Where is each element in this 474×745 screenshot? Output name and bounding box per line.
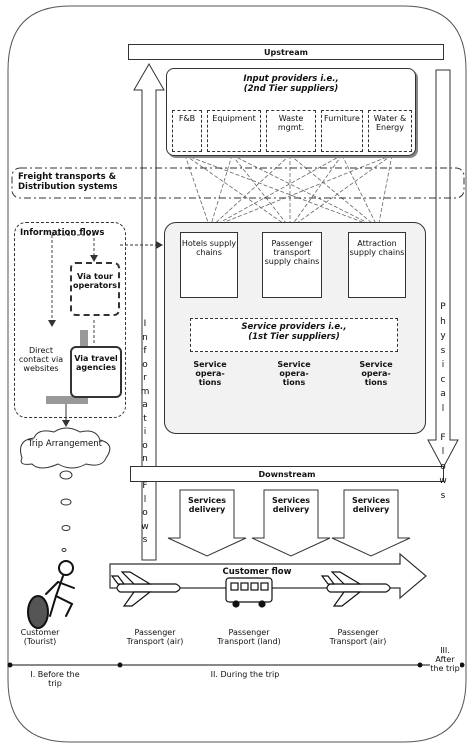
information-flows-vertical-char: F	[142, 481, 148, 491]
service-operations-1: Service opera- tions	[193, 360, 227, 388]
physical-flows-vertical-char: s	[440, 345, 446, 356]
services-delivery-2: Services delivery	[271, 496, 311, 515]
physical-flows-vertical-char: l	[441, 403, 445, 414]
information-flows-vertical-char: m	[140, 386, 150, 397]
phase-during: II. During the trip	[200, 670, 290, 680]
input-item-furniture: Furniture	[321, 110, 363, 152]
information-flows-vertical-char: s	[142, 535, 148, 545]
downstream-bar: Downstream	[130, 466, 444, 482]
physical-flows-vertical-char: P	[440, 302, 446, 312]
input-providers-line1: Input providers i.e.,	[243, 74, 339, 84]
physical-flows-vertical-char: F	[440, 432, 446, 443]
service-providers-line2: (1st Tier suppliers)	[248, 331, 340, 342]
input-item-furniture-label: Furniture	[324, 114, 360, 123]
information-flows-vertical-char: r	[143, 373, 147, 383]
physical-flows-vertical-char	[438, 416, 448, 431]
physical-flows-vertical-char: o	[440, 461, 446, 472]
information-flows-vertical-char: n	[142, 454, 148, 464]
upstream-label: Upstream	[264, 48, 308, 57]
customer-label: Customer (Tourist)	[20, 628, 60, 647]
information-flows-vertical-char: I	[143, 319, 147, 329]
via-tour-box: Via tour operators	[70, 262, 120, 316]
supply-chain-hotels-label: Hotels supply chains	[181, 239, 237, 258]
information-flows-title: Information flows	[20, 228, 105, 238]
physical-flows-vertical-char: a	[440, 389, 446, 399]
freight-line1: Freight transports &	[18, 172, 117, 182]
downstream-label: Downstream	[258, 470, 316, 479]
information-flows-vertical-char: o	[142, 508, 148, 518]
transport-land-label: Passenger Transport (land)	[217, 628, 281, 647]
service-providers-box: Service providers i.e.,(1st Tier supplie…	[190, 318, 398, 352]
supply-chain-transport-label: Passenger transport supply chains	[264, 239, 320, 267]
input-item-waste-label: Waste mgmt.	[277, 114, 305, 133]
input-item-water-label: Water & Energy	[373, 114, 407, 133]
transport-air-1-label: Passenger Transport (air)	[126, 628, 184, 647]
supply-chain-attraction: Attraction supply chains	[348, 232, 406, 298]
via-travel-label: Via travel agencies	[74, 354, 118, 373]
physical-flows-vertical-char: c	[440, 374, 446, 385]
information-flows-vertical-char: a	[142, 400, 148, 410]
input-item-water: Water & Energy	[368, 110, 412, 152]
freight-line2: Distribution systems	[18, 182, 118, 193]
input-providers-line2: (2nd Tier suppliers)	[243, 83, 339, 94]
upstream-bar: Upstream	[128, 44, 444, 60]
input-item-fb: F&B	[172, 110, 202, 152]
information-flows-vertical-char: n	[142, 332, 148, 343]
physical-flows-vertical-char: h	[440, 316, 446, 327]
input-item-equipment-label: Equipment	[212, 114, 256, 123]
phase-after: III. After the trip	[430, 646, 460, 674]
supply-chain-attraction-label: Attraction supply chains	[349, 239, 405, 258]
services-delivery-1: Services delivery	[187, 496, 227, 515]
service-operations-3: Service opera- tions	[359, 360, 393, 388]
information-flows-panel	[14, 222, 126, 418]
direct-contact-label: Direct contact via websites	[18, 346, 64, 374]
input-item-fb-label: F&B	[178, 114, 196, 123]
physical-flows-vertical-char: l	[441, 447, 445, 457]
physical-flows-vertical-char: w	[439, 476, 447, 486]
supply-chain-transport: Passenger transport supply chains	[262, 232, 322, 298]
trip-arrangement-label: Trip Arrangement	[27, 439, 102, 449]
via-travel-box: Via travel agencies	[70, 346, 122, 398]
information-flows-vertical-char: o	[142, 359, 148, 370]
service-providers-line1: Service providers i.e.,	[241, 322, 347, 332]
information-flows-vertical-char: w	[141, 521, 149, 532]
supply-chain-hotels: Hotels supply chains	[180, 232, 238, 298]
information-flows-vertical-char: t	[143, 413, 147, 424]
phase-before: I. Before the trip	[30, 670, 80, 689]
service-operations-2: Service opera- tions	[277, 360, 311, 388]
information-flows-vertical-char	[140, 467, 150, 481]
via-tour-label: Via tour operators	[72, 272, 118, 291]
customer-flow-label: Customer flow	[222, 567, 292, 577]
physical-flows-vertical-char: i	[441, 360, 445, 370]
input-item-waste: Waste mgmt.	[266, 110, 316, 152]
input-item-equipment: Equipment	[207, 110, 261, 152]
physical-flows-vertical-char: s	[440, 490, 446, 501]
freight-label: Freight transports &Distribution systems	[18, 172, 118, 192]
information-flows-vertical-char: i	[143, 427, 147, 437]
services-delivery-3: Services delivery	[351, 496, 391, 515]
information-flows-vertical-char: f	[143, 346, 147, 356]
input-providers-title: Input providers i.e.,(2nd Tier suppliers…	[167, 74, 415, 95]
transport-air-2-label: Passenger Transport (air)	[329, 628, 387, 647]
information-flows-vertical-char: l	[143, 494, 147, 505]
physical-flows-vertical-char: y	[440, 331, 446, 341]
information-flows-vertical-char: o	[142, 440, 148, 451]
